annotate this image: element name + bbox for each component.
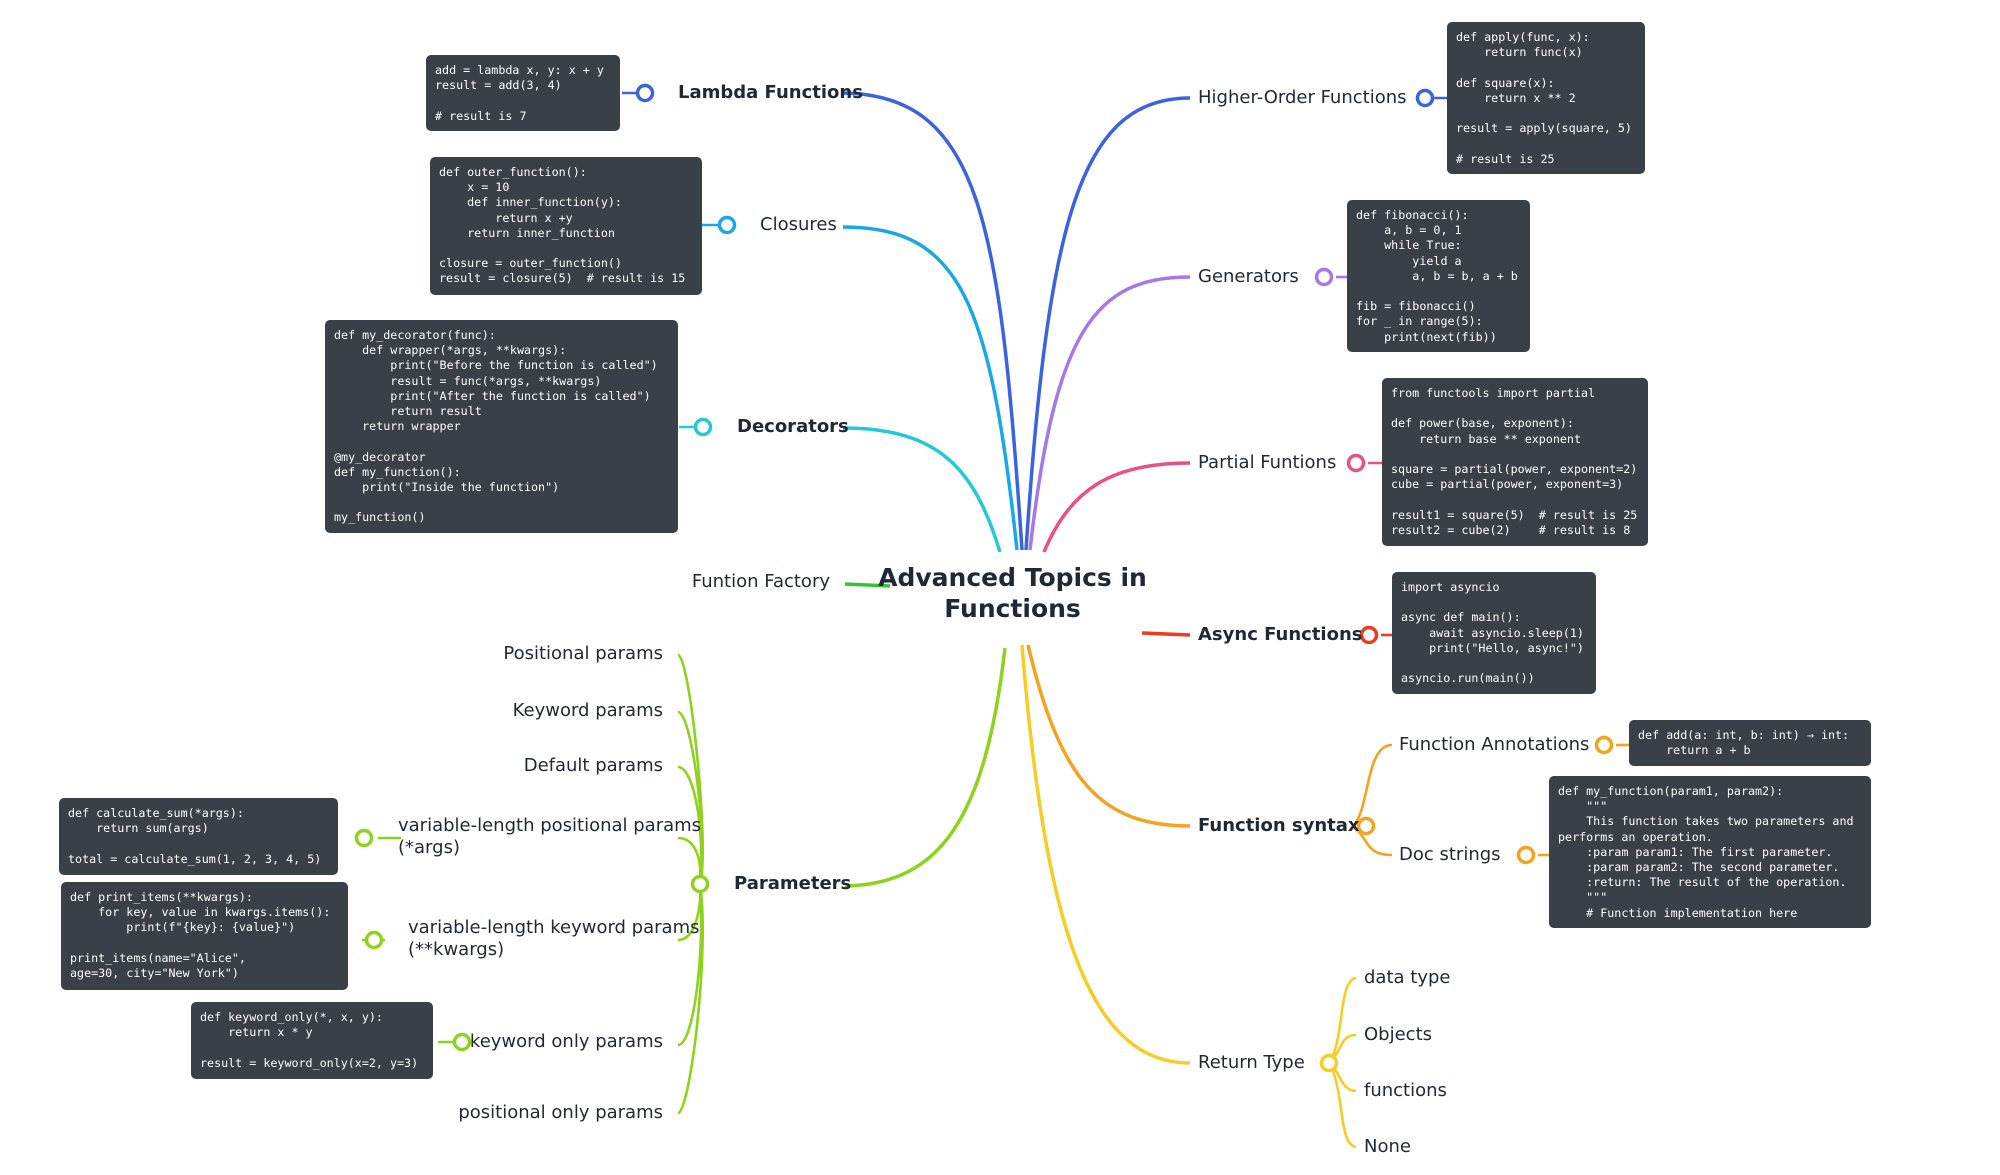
connector-varkw: [364, 930, 384, 950]
syntax-function-annotations[interactable]: Function Annotations: [1399, 734, 1590, 755]
branch-partial: [1042, 461, 1191, 553]
connector-lambda: [635, 83, 655, 103]
return-type-none[interactable]: None: [1364, 1136, 1411, 1157]
node-decorators[interactable]: Decorators: [737, 416, 849, 437]
code-annotations: def add(a: int, b: int) → int: return a …: [1629, 720, 1871, 766]
code-variable-keyword: def print_items(**kwargs): for key, valu…: [61, 882, 348, 990]
central-topic[interactable]: Advanced Topics in Functions: [878, 563, 1147, 623]
branch-async: [1141, 631, 1191, 637]
param-positional-only[interactable]: positional only params: [458, 1102, 663, 1123]
node-return-type[interactable]: Return Type: [1198, 1052, 1305, 1073]
return-type-functions[interactable]: functions: [1364, 1080, 1447, 1101]
code-decorators: def my_decorator(func): def wrapper(*arg…: [325, 320, 678, 533]
return-type-data-type[interactable]: data type: [1364, 967, 1451, 988]
param-default[interactable]: Default params: [523, 755, 663, 776]
node-lambda-functions[interactable]: Lambda Functions: [678, 82, 863, 103]
connector-annotations: [1594, 735, 1614, 755]
code-closures: def outer_function(): x = 10 def inner_f…: [430, 157, 702, 295]
node-generators[interactable]: Generators: [1198, 266, 1299, 287]
branch-factory: [844, 582, 891, 588]
branch-parameters: [844, 647, 1007, 888]
branch-lambda: [842, 91, 1024, 551]
connector-parameters: [690, 874, 710, 894]
param-keyword[interactable]: Keyword params: [512, 700, 663, 721]
param-positional[interactable]: Positional params: [503, 643, 663, 664]
connector-docstrings: [1516, 845, 1536, 865]
code-higher-order: def apply(func, x): return func(x) def s…: [1447, 22, 1645, 174]
return-type-objects[interactable]: Objects: [1364, 1024, 1433, 1045]
code-partial: from functools import partial def power(…: [1382, 378, 1648, 546]
branch-generators: [1028, 275, 1191, 551]
connector-syntax: [1356, 816, 1376, 836]
syntax-doc-strings[interactable]: Doc strings: [1399, 844, 1501, 865]
node-higher-order-functions[interactable]: Higher-Order Functions: [1198, 87, 1407, 108]
param-keyword-only[interactable]: keyword only params: [469, 1031, 663, 1052]
branch-syntax: [1026, 644, 1191, 828]
code-async: import asyncio async def main(): await a…: [1392, 572, 1596, 694]
code-docstrings: def my_function(param1, param2): """ Thi…: [1549, 776, 1871, 928]
branch-decorators: [842, 426, 1002, 553]
node-parameters[interactable]: Parameters: [734, 873, 852, 894]
param-variable-positional[interactable]: variable-length positional params (*args…: [398, 815, 702, 858]
connector-partial: [1346, 453, 1366, 473]
node-async-functions[interactable]: Async Functions: [1198, 624, 1363, 645]
code-keyword-only: def keyword_only(*, x, y): return x * y …: [191, 1002, 433, 1079]
code-variable-positional: def calculate_sum(*args): return sum(arg…: [59, 798, 338, 875]
param-variable-keyword[interactable]: variable-length keyword params (**kwargs…: [408, 917, 700, 960]
connector-varpos: [354, 828, 374, 848]
code-lambda: add = lambda x, y: x + y result = add(3,…: [426, 55, 620, 131]
branch-higher-order: [1024, 96, 1191, 551]
node-function-syntax[interactable]: Function syntax: [1198, 815, 1360, 836]
connector-kwonly: [452, 1032, 472, 1052]
node-closures[interactable]: Closures: [760, 214, 837, 235]
branch-closures: [842, 225, 1019, 551]
connector-higher-order: [1415, 88, 1435, 108]
connector-generators: [1314, 267, 1334, 287]
connector-async: [1359, 625, 1379, 645]
node-partial-functions[interactable]: Partial Funtions: [1198, 452, 1337, 473]
connector-closures: [717, 215, 737, 235]
connector-decorators: [693, 417, 713, 437]
code-generators: def fibonacci(): a, b = 0, 1 while True:…: [1347, 200, 1530, 352]
branch-return-type: [1020, 644, 1191, 1065]
connector-return-type: [1319, 1053, 1339, 1073]
node-function-factory[interactable]: Funtion Factory: [691, 571, 830, 592]
